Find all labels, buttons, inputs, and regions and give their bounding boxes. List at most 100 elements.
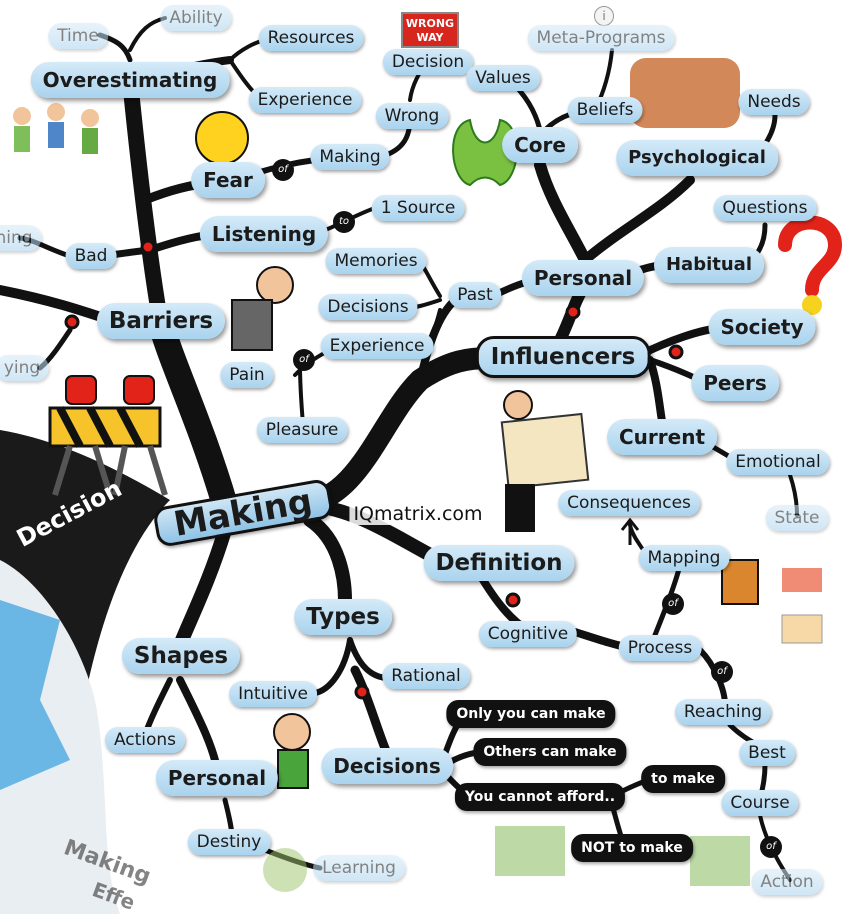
node-definition[interactable]: Definition: [423, 545, 575, 581]
node-peers[interactable]: Peers: [691, 365, 779, 401]
factory-icon: [721, 559, 759, 605]
watermark: IQmatrix.com: [349, 503, 487, 525]
branch-barriers-left: [0, 285, 115, 325]
node-ying[interactable]: ying: [0, 355, 50, 381]
branch-pleasure: [298, 363, 305, 427]
node-actions[interactable]: Actions: [104, 727, 186, 753]
question-dot-icon: [802, 295, 822, 315]
connector-of-course: of: [760, 836, 782, 858]
warning-light-icon: [123, 375, 155, 405]
node-influencers[interactable]: Influencers: [475, 336, 651, 378]
therapy-scene-icon: [630, 58, 740, 128]
node-making-top[interactable]: Making: [310, 144, 390, 170]
node-meta-programs[interactable]: Meta-Programs: [527, 25, 675, 51]
node-ability[interactable]: Ability: [160, 5, 232, 31]
people-group-icon: [13, 103, 99, 154]
node-reaching[interactable]: Reaching: [674, 699, 772, 725]
boy-body-icon: [505, 484, 535, 532]
node-cannot-afford[interactable]: You cannot afford..: [454, 783, 626, 811]
node-current[interactable]: Current: [606, 419, 718, 455]
thinking-man-body-icon: [231, 299, 273, 351]
node-only-you[interactable]: Only you can make: [446, 700, 616, 728]
node-wrong[interactable]: Wrong: [375, 103, 449, 129]
node-destiny[interactable]: Destiny: [187, 829, 271, 855]
node-mapping[interactable]: Mapping: [638, 545, 730, 571]
node-questions[interactable]: Questions: [713, 195, 817, 221]
connector-of-fear: of: [272, 159, 294, 181]
node-not-to-make[interactable]: NOT to make: [571, 834, 693, 862]
node-society[interactable]: Society: [708, 309, 816, 345]
node-shapes[interactable]: Shapes: [121, 638, 241, 674]
branch-intuitive: [312, 637, 353, 696]
question-mark-icon: [778, 215, 843, 297]
node-intuitive[interactable]: Intuitive: [229, 681, 317, 707]
info-icon: i: [594, 6, 614, 26]
thinking-man-icon: [256, 266, 294, 304]
node-beliefs[interactable]: Beliefs: [567, 97, 643, 123]
node-types[interactable]: Types: [294, 599, 392, 635]
apple-core-icon: [452, 118, 518, 187]
node-course[interactable]: Course: [721, 790, 799, 816]
node-bad[interactable]: Bad: [65, 243, 117, 269]
node-overestimating[interactable]: Overestimating: [30, 62, 230, 98]
wrong-way-sign: WRONG WAY: [401, 12, 459, 48]
node-learning[interactable]: Learning: [313, 855, 405, 881]
node-pleasure[interactable]: Pleasure: [256, 417, 348, 443]
node-experience-top[interactable]: Experience: [248, 87, 362, 113]
connector-of-pain: of: [293, 349, 315, 371]
illustrations: [13, 58, 843, 892]
node-needs[interactable]: Needs: [738, 89, 810, 115]
node-listening[interactable]: Listening: [199, 216, 329, 252]
branch-influencers-trunk: [289, 347, 501, 516]
node-past[interactable]: Past: [448, 282, 502, 308]
node-psychological[interactable]: Psychological: [616, 140, 778, 176]
junction-dot: [64, 314, 80, 330]
warning-light-icon: [65, 375, 97, 405]
node-cognitive[interactable]: Cognitive: [478, 621, 578, 647]
node-experience-past[interactable]: Experience: [320, 333, 434, 359]
node-decision-top[interactable]: Decision: [382, 49, 474, 75]
node-process[interactable]: Process: [618, 635, 702, 661]
branch-psychological: [580, 175, 695, 265]
blue-arrow-shape: [0, 600, 70, 790]
kid-with-toy-icon: [273, 713, 311, 751]
node-to-make[interactable]: to make: [641, 765, 725, 793]
junction-dot: [354, 684, 370, 700]
branch-ability: [128, 16, 167, 52]
node-personal-bottom[interactable]: Personal: [155, 760, 279, 796]
branch-barriers-trunk: [147, 307, 238, 518]
branch-barriers-up: [122, 72, 168, 328]
branch-core: [534, 159, 591, 266]
node-habitual[interactable]: Habitual: [653, 247, 765, 283]
node-best[interactable]: Best: [739, 740, 795, 766]
scared-face-icon: [195, 111, 249, 165]
node-resources[interactable]: Resources: [258, 25, 364, 51]
node-decisions-types[interactable]: Decisions: [321, 748, 453, 784]
junction-dot: [668, 344, 684, 360]
node-personal-top[interactable]: Personal: [521, 260, 645, 296]
node-others-can[interactable]: Others can make: [473, 738, 627, 766]
node-state[interactable]: State: [765, 505, 829, 531]
node-emotional[interactable]: Emotional: [726, 449, 830, 475]
world-map-icon: [500, 412, 590, 490]
node-action[interactable]: Action: [751, 869, 823, 895]
node-core[interactable]: Core: [502, 127, 578, 163]
node-rational[interactable]: Rational: [382, 663, 470, 689]
learning-person-icon: [263, 848, 307, 892]
kid-body-icon: [277, 749, 309, 789]
node-one-source[interactable]: 1 Source: [371, 195, 465, 221]
money-hand-icon: [495, 826, 565, 876]
node-decisions-past[interactable]: Decisions: [318, 294, 418, 320]
connector-of-process: of: [711, 661, 733, 683]
barrier-stripes: [56, 406, 144, 448]
node-memories[interactable]: Memories: [325, 248, 427, 274]
node-consequences[interactable]: Consequences: [558, 490, 700, 516]
boy-head-icon: [503, 390, 533, 420]
node-time[interactable]: Time: [48, 23, 108, 49]
node-ning[interactable]: ning: [0, 225, 42, 251]
node-fear[interactable]: Fear: [191, 162, 265, 198]
node-barriers[interactable]: Barriers: [96, 303, 226, 339]
node-pain[interactable]: Pain: [220, 362, 274, 388]
node-values[interactable]: Values: [466, 65, 540, 91]
